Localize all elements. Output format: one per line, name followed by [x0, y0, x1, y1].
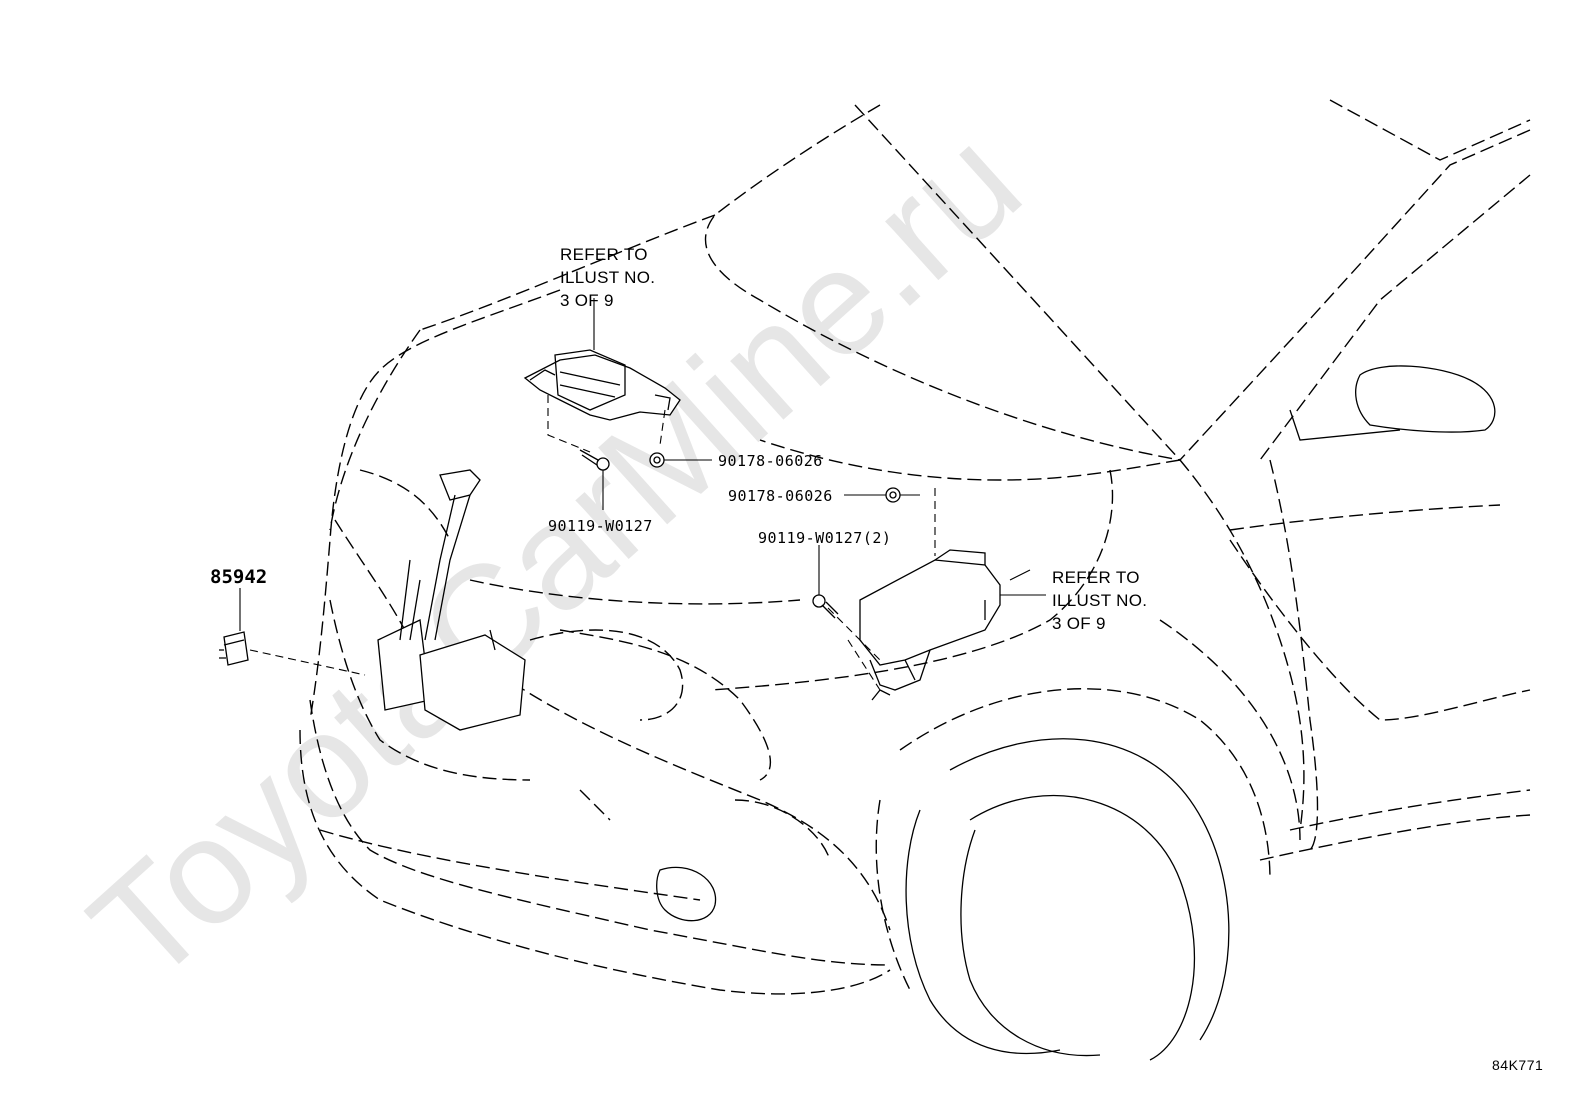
refer-label-top-line1: REFER TO [560, 245, 648, 264]
part-number-bolt-mid[interactable]: 90119-W0127(2) [758, 529, 891, 547]
watermark: ToyotaCarMine.ru [59, 97, 1051, 1014]
refer-label-right-line1: REFER TO [1052, 568, 1140, 587]
refer-label-right-line3: 3 OF 9 [1052, 614, 1106, 633]
module-upper [523, 349, 681, 421]
bolt-icon [812, 594, 839, 619]
vehicle-outline [299, 99, 1531, 1061]
nut-icon [885, 487, 901, 503]
bolt-icon [579, 449, 610, 471]
refer-label-top-line3: 3 OF 9 [560, 291, 614, 310]
part-number-sensor[interactable]: 85942 [210, 566, 267, 588]
nut-icon [649, 452, 665, 468]
part-number-nut-top[interactable]: 90178-06026 [718, 452, 823, 470]
part-number-nut-mid[interactable]: 90178-06026 [728, 487, 833, 505]
refer-label-top-line2: ILLUST NO. [560, 268, 655, 287]
refer-label-right-line2: ILLUST NO. [1052, 591, 1147, 610]
illustration-code: 84K771 [1492, 1057, 1543, 1073]
part-number-bolt-top[interactable]: 90119-W0127 [548, 517, 653, 535]
sensor-85942 [219, 631, 249, 666]
horn-bracket [377, 469, 526, 731]
module-lower [859, 549, 1001, 701]
